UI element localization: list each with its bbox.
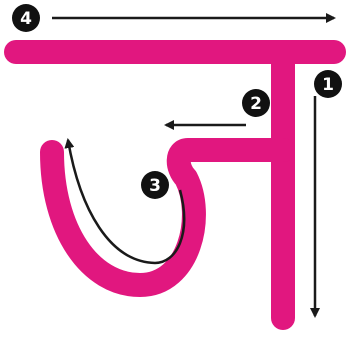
step-badge-2: 2 <box>242 89 270 117</box>
step-badge-4: 4 <box>12 4 40 32</box>
step-badge-3: 3 <box>141 171 169 199</box>
direction-arrows <box>52 13 336 318</box>
step-number-4: 4 <box>20 9 32 29</box>
step-badge-1: 1 <box>314 70 342 98</box>
step-number-1: 1 <box>322 75 334 95</box>
step-badges: 4 1 2 3 <box>12 4 342 199</box>
step-number-3: 3 <box>149 176 161 196</box>
step-number-2: 2 <box>250 94 262 114</box>
arrow-step-3-curve <box>64 138 186 265</box>
letter-glyph <box>4 40 346 330</box>
letter-hook-stroke <box>40 138 295 297</box>
